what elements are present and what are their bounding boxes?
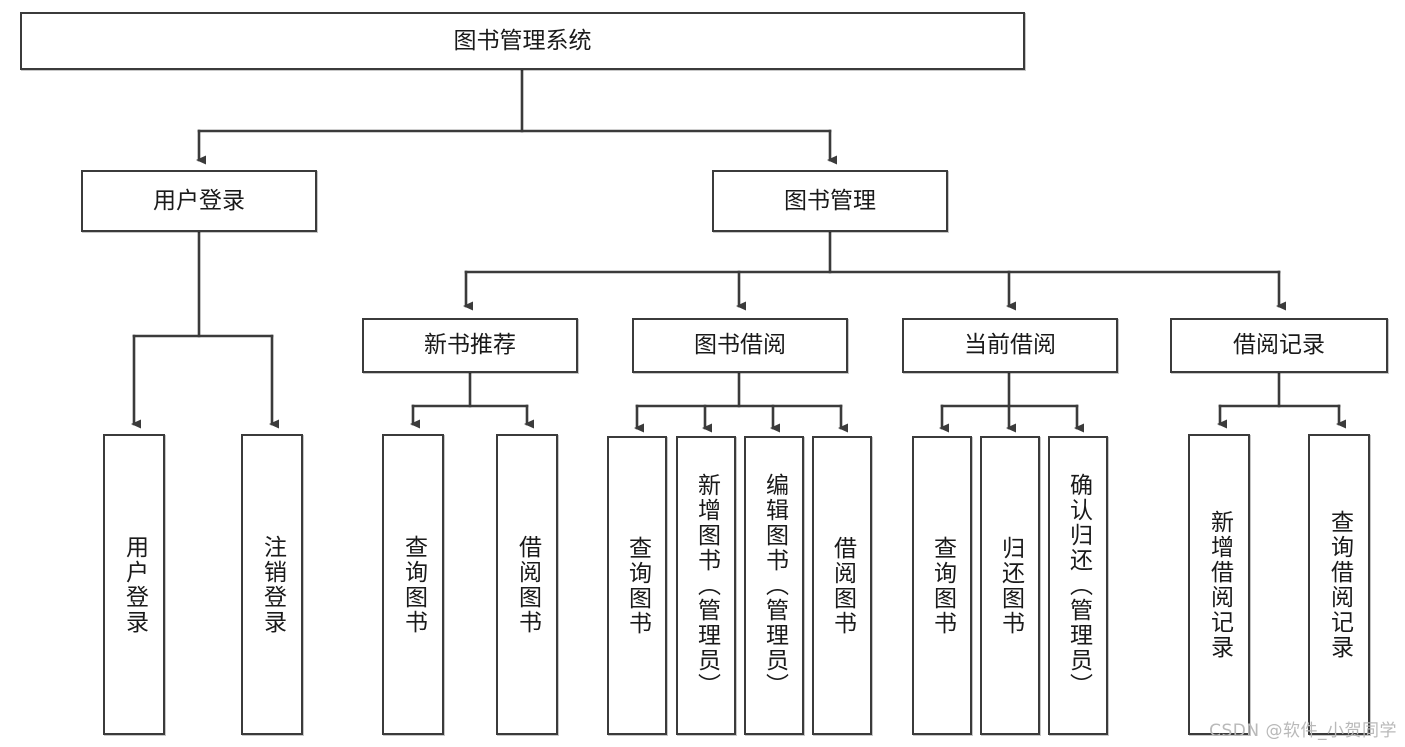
node-label: 查询图书 [929,535,956,636]
leaf-book-borrow-query-book[interactable]: 查询图书 [607,436,667,735]
node-label: 确认归还（管理员） [1065,473,1092,698]
leaf-user-login-logout[interactable]: 注销登录 [241,434,303,735]
node-root-book-management-system[interactable]: 图书管理系统 [20,12,1025,70]
node-current-borrow[interactable]: 当前借阅 [902,318,1118,373]
node-label: 注销登录 [259,534,286,635]
leaf-borrow-record-add-record[interactable]: 新增借阅记录 [1188,434,1250,735]
leaf-book-borrow-add-book-admin[interactable]: 新增图书（管理员） [676,436,736,735]
node-label: 归还图书 [997,535,1024,636]
leaf-current-borrow-query-book[interactable]: 查询图书 [912,436,972,735]
node-new-book-recommend[interactable]: 新书推荐 [362,318,578,373]
node-label: 当前借阅 [964,332,1056,359]
node-label: 借阅图书 [829,535,856,636]
node-label: 查询借阅记录 [1326,509,1353,660]
node-label: 图书借阅 [694,332,786,359]
node-label: 查询图书 [400,534,427,635]
node-book-management[interactable]: 图书管理 [712,170,948,232]
node-book-borrow[interactable]: 图书借阅 [632,318,848,373]
node-label: 用户登录 [153,187,245,214]
leaf-current-borrow-confirm-return-admin[interactable]: 确认归还（管理员） [1048,436,1108,735]
node-label: 新书推荐 [424,332,516,359]
leaf-book-borrow-edit-book-admin[interactable]: 编辑图书（管理员） [744,436,804,735]
node-borrow-record[interactable]: 借阅记录 [1170,318,1388,373]
node-label: 编辑图书（管理员） [761,473,788,698]
node-label: 新增借阅记录 [1206,509,1233,660]
leaf-book-borrow-borrow-book[interactable]: 借阅图书 [812,436,872,735]
leaf-new-book-borrow-book[interactable]: 借阅图书 [496,434,558,735]
node-label: 查询图书 [624,535,651,636]
leaf-new-book-query-book[interactable]: 查询图书 [382,434,444,735]
node-label: 图书管理系统 [453,27,592,54]
leaf-current-borrow-return-book[interactable]: 归还图书 [980,436,1040,735]
node-user-login[interactable]: 用户登录 [81,170,317,232]
node-label: 图书管理 [784,187,876,214]
leaf-borrow-record-query-record[interactable]: 查询借阅记录 [1308,434,1370,735]
leaf-user-login-login[interactable]: 用户登录 [103,434,165,735]
node-label: 借阅图书 [514,534,541,635]
node-label: 借阅记录 [1233,332,1325,359]
node-label: 新增图书（管理员） [693,473,720,698]
node-label: 用户登录 [121,534,148,635]
watermark-text: CSDN @软件_小贺同学 [1209,721,1397,741]
